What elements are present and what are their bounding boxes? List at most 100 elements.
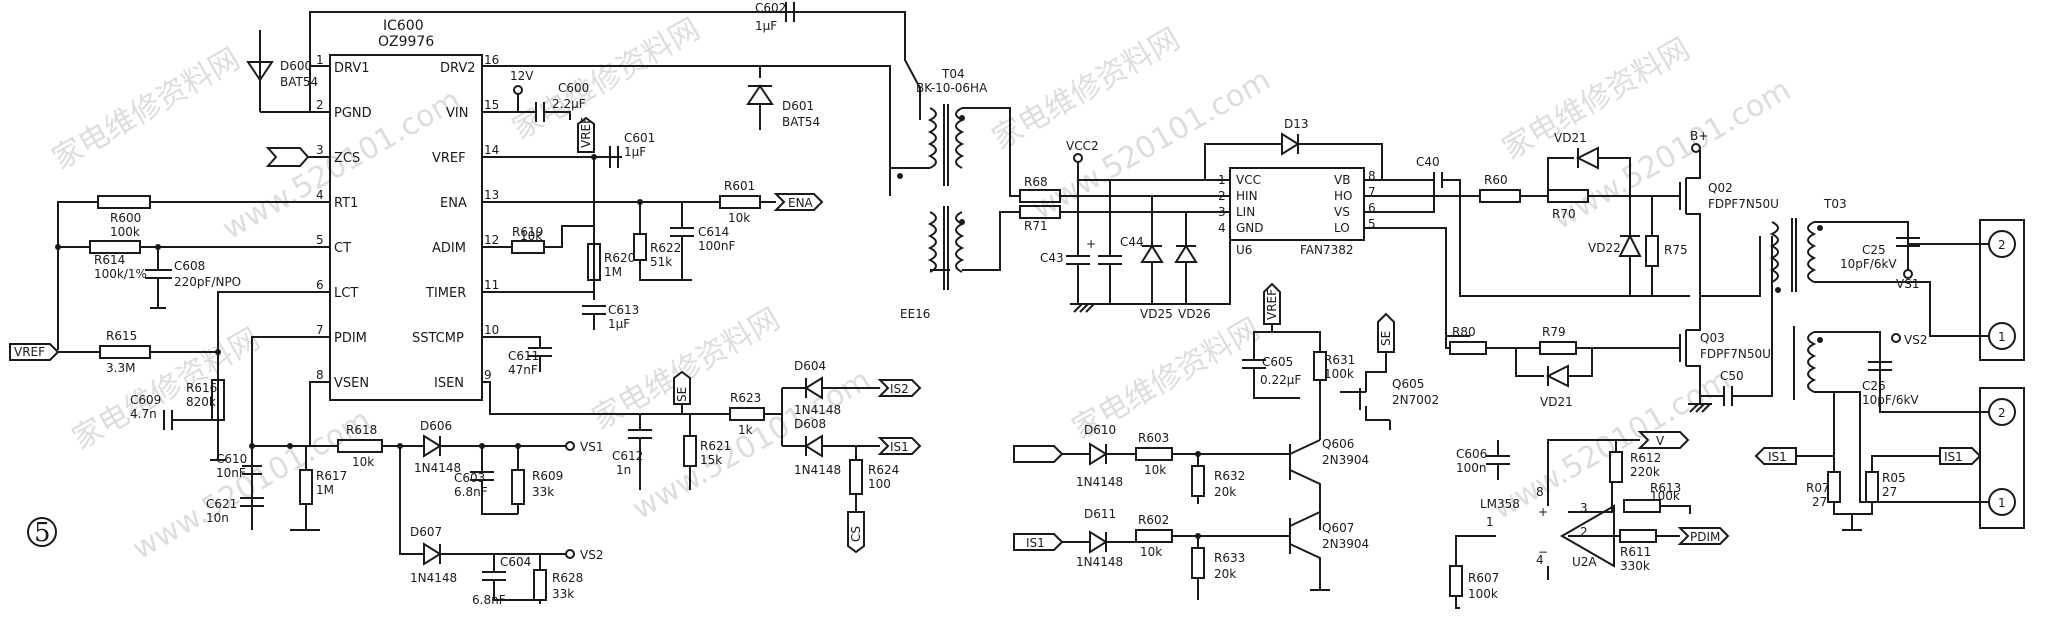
junction xyxy=(637,199,643,205)
c606-label: C606 xyxy=(1456,447,1487,461)
q607-transistor xyxy=(1289,511,1321,590)
junction xyxy=(1195,533,1201,539)
r600-value: 100k xyxy=(110,225,140,239)
d611-label: D611 xyxy=(1084,507,1116,521)
junction xyxy=(287,443,293,449)
r616-value: 820k xyxy=(186,395,216,409)
ic600-left-pins: DRV1 PGND ZCS RT1 CT LCT PDIM VSEN 1 2 3… xyxy=(316,53,372,391)
pin-name: LIN xyxy=(1236,205,1255,219)
pin-number: 3 xyxy=(1580,501,1588,515)
c603-value: 6.8nF xyxy=(454,485,488,499)
c614-value: 100nF xyxy=(698,239,736,253)
wire xyxy=(1459,212,1690,297)
wire xyxy=(1364,179,1480,337)
r609-resistor xyxy=(511,469,525,505)
u2a-opamp-section: + − LM358 U2A 3 2 1 8 4 R607 100k V C606… xyxy=(1449,431,1730,609)
d607-diode xyxy=(423,542,442,566)
d606-value: 1N4148 xyxy=(414,461,461,475)
ic600-right-pins: DRV2 VIN VREF ENA ADIM TIMER SSTCMP ISEN… xyxy=(412,53,499,391)
wire xyxy=(962,107,1020,197)
c43-polarity: + xyxy=(1086,237,1096,251)
c610-value: 10nF xyxy=(216,466,246,480)
r611-value: 330k xyxy=(1620,559,1650,573)
wire xyxy=(760,65,891,196)
is1-flag-label: IS1 xyxy=(890,440,909,454)
vd21-diode xyxy=(1575,146,1599,170)
pin-number: 7 xyxy=(1368,185,1376,199)
wire xyxy=(1060,195,1230,213)
r622-resistor xyxy=(633,233,647,261)
12v-terminal xyxy=(513,85,523,95)
page-number-circle xyxy=(27,517,57,547)
r602-value: 10k xyxy=(1140,545,1162,559)
wire xyxy=(1814,281,1989,337)
r602-resistor xyxy=(1135,529,1173,543)
vref-flag-label: VREF xyxy=(14,345,45,359)
ic600-body xyxy=(329,54,483,401)
is1-flag-label: IS1 xyxy=(1944,450,1963,464)
r612-value: 220k xyxy=(1630,465,1660,479)
t03-secondary2-coil xyxy=(1807,331,1817,393)
bplus-label: B+ xyxy=(1690,129,1708,143)
pin-number: 1 xyxy=(1218,173,1226,187)
c611-value: 47nF xyxy=(508,363,538,377)
d601-label: D601 xyxy=(782,99,814,113)
pin-number: 6 xyxy=(316,278,324,292)
c605-value: 0.22μF xyxy=(1260,373,1301,387)
vs1-terminal xyxy=(565,441,575,451)
pin-name: VB xyxy=(1334,173,1350,187)
r621-label: R621 xyxy=(700,439,731,453)
wire xyxy=(57,201,98,350)
vd21b-diode xyxy=(1545,364,1569,388)
wire xyxy=(1547,157,1631,196)
c609-label: C609 xyxy=(130,393,161,407)
r617-value: 1M xyxy=(316,483,334,497)
r615-label: R615 xyxy=(106,329,137,343)
junction xyxy=(215,349,221,355)
left-network: C602 1μF D600 BAT54 R600 100k R614 100k/… xyxy=(9,1,921,607)
opamp-minus: − xyxy=(1538,545,1548,559)
polarity-dot xyxy=(1775,287,1781,293)
pin-number: 4 xyxy=(1536,553,1544,567)
q605-mosfet xyxy=(1340,352,1391,430)
r611-label: R611 xyxy=(1620,545,1651,559)
r80-resistor xyxy=(1449,341,1487,355)
r632-resistor xyxy=(1191,465,1205,497)
is2-flag-label: IS2 xyxy=(890,382,909,396)
c621-label: C621 xyxy=(206,497,237,511)
ic600-ref: IC600 xyxy=(383,18,424,34)
r632-label: R632 xyxy=(1214,469,1245,483)
pin-number: 8 xyxy=(316,368,324,382)
c602-label: C602 xyxy=(755,1,786,15)
pin-number: 3 xyxy=(1218,205,1226,219)
zcs-input-flag xyxy=(265,147,310,167)
pin-number: 8 xyxy=(1368,169,1376,183)
r603-value: 10k xyxy=(1144,463,1166,477)
wire xyxy=(1455,535,1496,609)
vs2-out-label: VS2 xyxy=(1904,333,1927,347)
vref-flag-label: VREF xyxy=(1265,289,1279,320)
pin-number: 14 xyxy=(484,143,499,157)
r624-label: R624 xyxy=(868,463,899,477)
u6-ref: U6 xyxy=(1236,243,1252,257)
c26-value: 10pF/6kV xyxy=(1862,393,1919,407)
d600-value: BAT54 xyxy=(280,75,318,89)
wire xyxy=(930,211,1020,271)
pin-name: VCC xyxy=(1236,173,1261,187)
d608-value: 1N4148 xyxy=(794,463,841,477)
pin-name: DRV1 xyxy=(334,61,370,76)
c614-label: C614 xyxy=(698,225,729,239)
t03-primary-coil xyxy=(1769,221,1779,283)
wire xyxy=(217,291,330,460)
t04-label: T04 xyxy=(941,67,965,81)
wire xyxy=(1732,236,1773,397)
c613-label: C613 xyxy=(608,303,639,317)
connector-pin-label: 1 xyxy=(1998,330,2006,344)
ground-symbol xyxy=(1688,403,1712,413)
page-number-text: 5 xyxy=(34,518,51,548)
c605-label: C605 xyxy=(1262,355,1293,369)
pin-name: HIN xyxy=(1236,189,1258,203)
t04-primary-coil xyxy=(927,107,937,169)
r613-label: R613 xyxy=(1650,481,1681,495)
c601-value: 1μF xyxy=(624,145,646,159)
